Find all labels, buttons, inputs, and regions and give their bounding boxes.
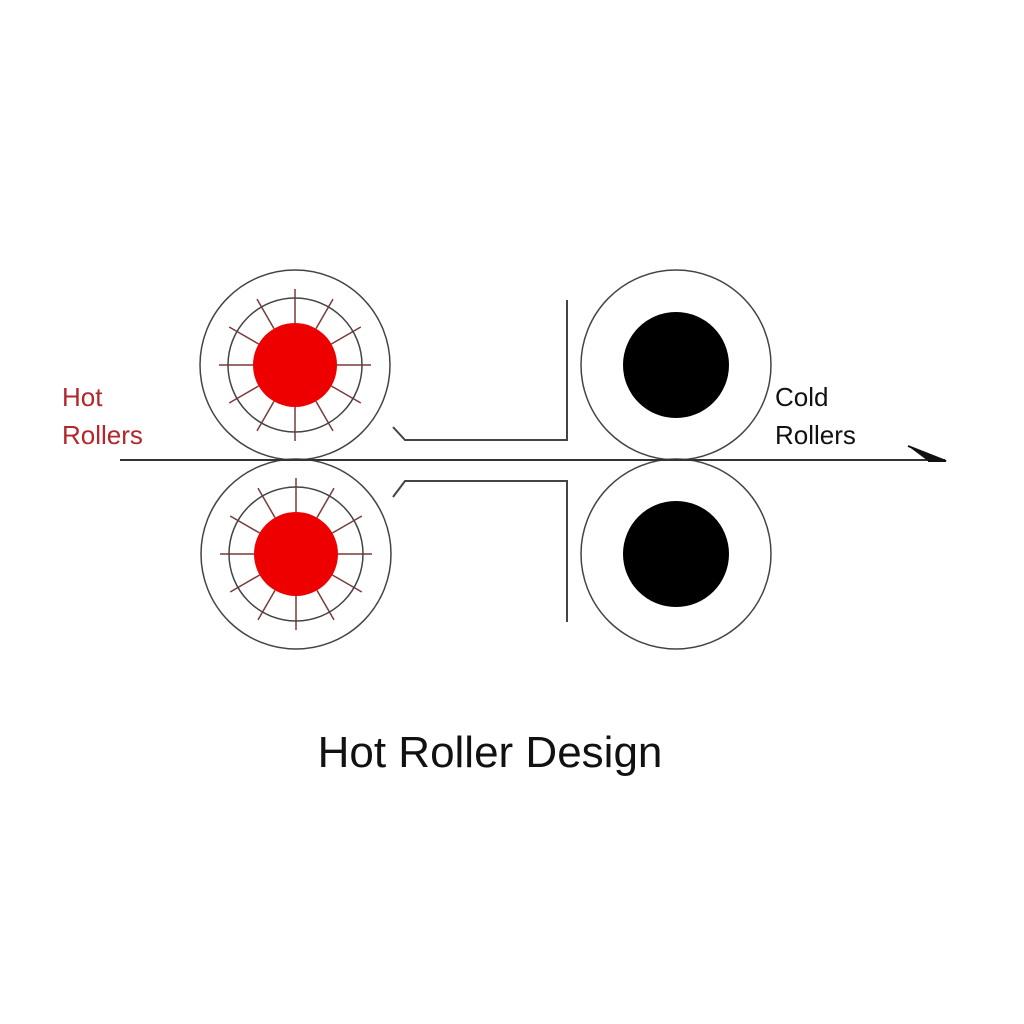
heater-core [254,512,338,596]
cold-rollers-label: Cold Rollers [775,378,856,454]
hot-roller-bottom [200,458,392,650]
cold-label-line2: Rollers [775,420,856,450]
inner-ring [228,486,364,622]
heat-spoke [256,400,275,432]
hot-rollers-label: Hot Rollers [62,378,143,454]
lower-guide [392,480,568,622]
heater-core [253,323,337,407]
heat-spoke [229,515,261,534]
cold-roller-bottom [580,458,772,650]
heat-spoke [257,487,276,519]
hot-roller-top [199,269,391,461]
heat-spoke [256,298,275,330]
heat-spoke [330,326,362,345]
heat-spoke [331,574,363,593]
inner-ring [227,297,363,433]
heat-spoke [315,400,334,432]
hot-label-line2: Rollers [62,420,143,450]
cold-roller-top [580,269,772,461]
heat-spoke [316,589,335,621]
heat-spoke [228,385,260,404]
heat-spoke [330,385,362,404]
heat-spoke [316,487,335,519]
cold-core [623,501,729,607]
hot-label-line1: Hot [62,382,103,412]
cold-label-line1: Cold [775,382,829,412]
diagram-title: Hot Roller Design [317,728,663,777]
heat-spoke [331,515,363,534]
heat-spoke [229,574,261,593]
heat-spoke [315,298,334,330]
cold-core [623,312,729,418]
arrow-head-icon [907,445,947,462]
heat-spoke [257,589,276,621]
heat-spoke [228,326,260,345]
upper-guide [392,300,568,441]
